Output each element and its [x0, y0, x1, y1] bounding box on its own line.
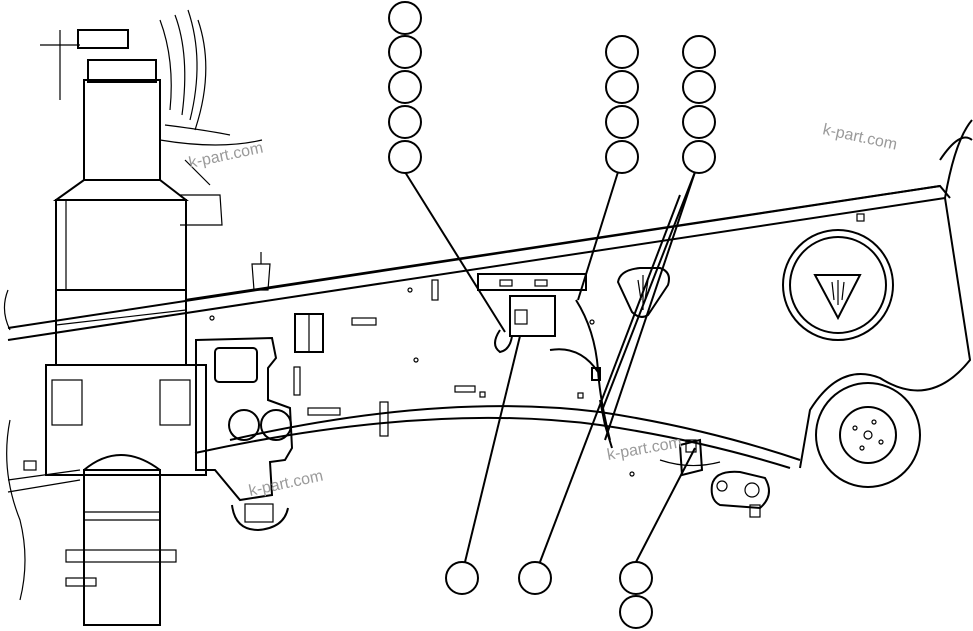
callout-bubble	[445, 561, 479, 595]
callout-bubble	[518, 561, 552, 595]
round-cover	[782, 213, 894, 341]
callout-group-1	[388, 1, 422, 174]
watermarks: k-part.com k-part.com k-part.com k-part.…	[187, 121, 898, 500]
callout-bubble	[605, 105, 639, 139]
pivot-wheel	[815, 382, 921, 488]
boom-frame	[3, 119, 973, 601]
leader-lines	[404, 171, 696, 563]
watermark-text: k-part.com	[821, 121, 898, 153]
callout-bubble	[619, 561, 653, 595]
watermark-text: k-part.com	[606, 434, 683, 464]
wiring-harness	[477, 273, 721, 477]
link-bracket	[710, 470, 770, 518]
callout-bubble	[388, 105, 422, 139]
mount-block	[195, 252, 294, 532]
callout-bubble	[388, 140, 422, 174]
callout-bubble	[605, 70, 639, 104]
watermark-text: k-part.com	[247, 468, 324, 500]
upper-hoses	[40, 9, 263, 226]
callout-bubble	[682, 35, 716, 69]
callout-bubble	[388, 1, 422, 35]
callout-bubble	[605, 140, 639, 174]
callout-bubble	[605, 35, 639, 69]
frame-features	[23, 279, 635, 477]
callout-bubble	[682, 140, 716, 174]
callout-bubble	[388, 35, 422, 69]
callout-bubble	[388, 70, 422, 104]
callout-bubble	[682, 70, 716, 104]
vertical-column	[45, 29, 207, 626]
callout-group-4	[445, 561, 653, 629]
callout-bubble	[619, 595, 653, 629]
callout-group-2	[605, 35, 639, 174]
callout-group-3	[682, 35, 716, 174]
callout-bubble	[682, 105, 716, 139]
